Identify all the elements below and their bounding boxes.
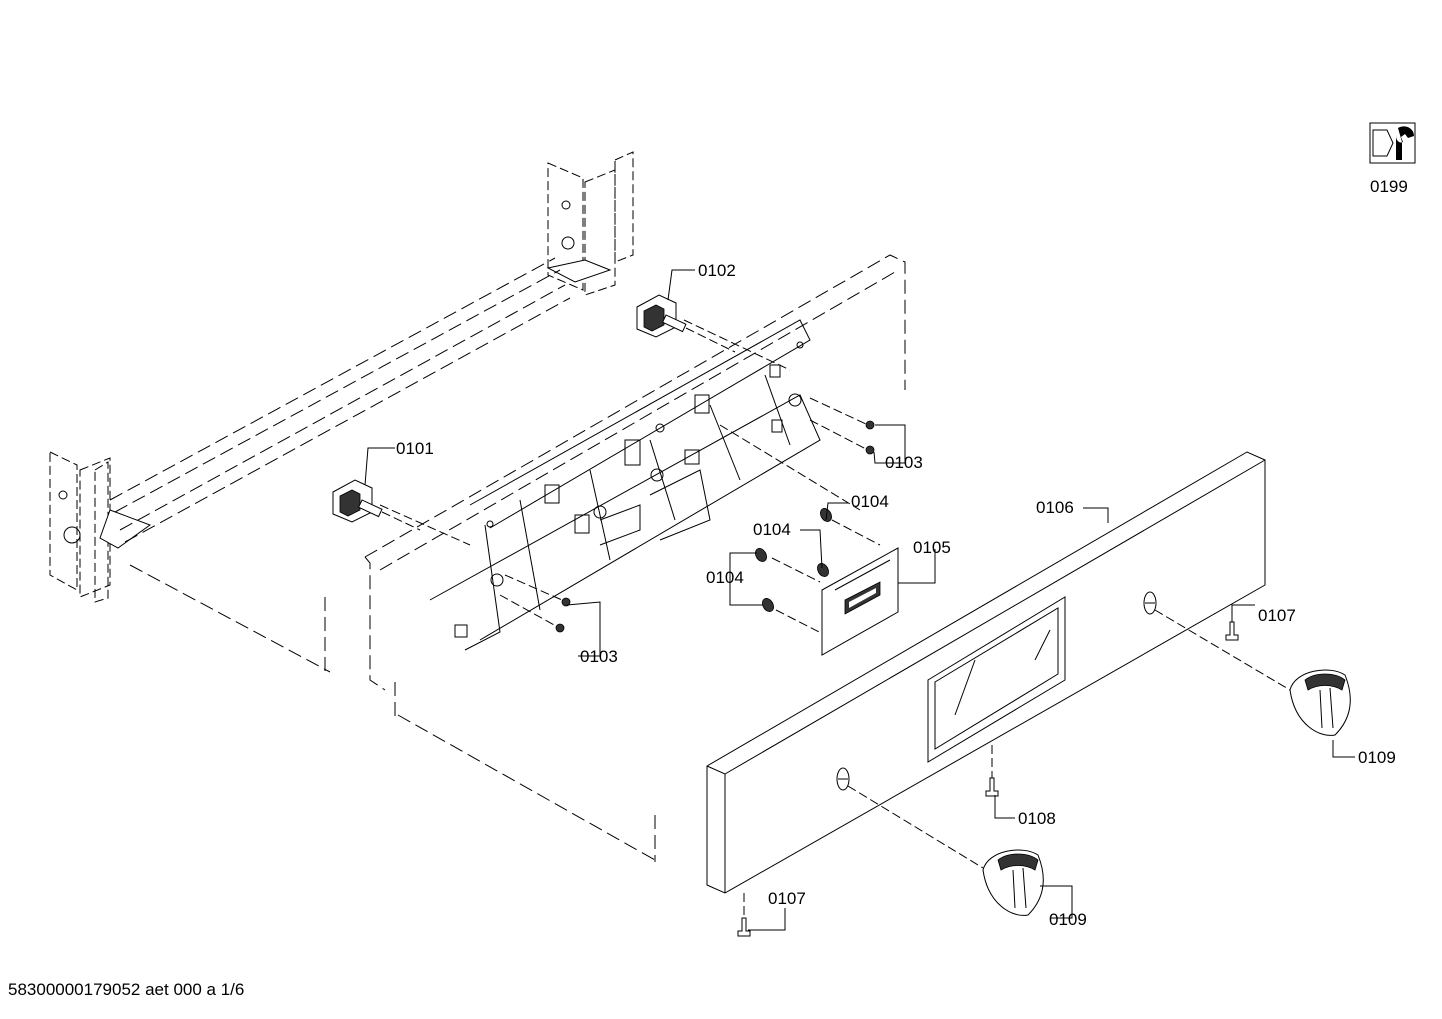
label-0103-upper: 0103 bbox=[885, 453, 923, 472]
label-0107-right: 0107 bbox=[1258, 606, 1296, 625]
electronic-module-0105 bbox=[821, 547, 899, 656]
frame-rails bbox=[49, 151, 656, 862]
rotary-switch-0102 bbox=[636, 294, 791, 371]
label-0107-left: 0107 bbox=[768, 889, 806, 908]
screws-0107-0108 bbox=[737, 621, 1239, 937]
screws-0103 bbox=[499, 397, 875, 633]
control-panel-frame bbox=[364, 254, 906, 691]
leader-lines bbox=[364, 269, 1355, 931]
document-id: 58300000179052 aet 000 a 1/6 bbox=[8, 980, 245, 999]
rotary-switch-0101 bbox=[332, 479, 471, 546]
label-0108: 0108 bbox=[1018, 809, 1056, 828]
label-0109-right: 0109 bbox=[1358, 748, 1396, 767]
label-0102: 0102 bbox=[698, 261, 736, 280]
part-labels: 0101 0102 0103 0103 0104 0104 0104 0105 … bbox=[396, 177, 1408, 929]
label-0105: 0105 bbox=[913, 538, 951, 557]
label-0101: 0101 bbox=[396, 439, 434, 458]
wrench-icon bbox=[1369, 122, 1416, 164]
label-0104-upper: 0104 bbox=[851, 492, 889, 511]
label-0109-left: 0109 bbox=[1049, 910, 1087, 929]
screws-0104 bbox=[719, 424, 881, 636]
knob-0109-left bbox=[847, 785, 1044, 916]
label-0106: 0106 bbox=[1036, 498, 1074, 517]
front-panel-0106 bbox=[706, 451, 1266, 894]
label-0103-lower: 0103 bbox=[580, 647, 618, 666]
knob-0109-right bbox=[1154, 609, 1351, 736]
label-0104-middle: 0104 bbox=[753, 520, 791, 539]
label-0104-lower: 0104 bbox=[706, 568, 744, 587]
label-0199: 0199 bbox=[1370, 177, 1408, 196]
